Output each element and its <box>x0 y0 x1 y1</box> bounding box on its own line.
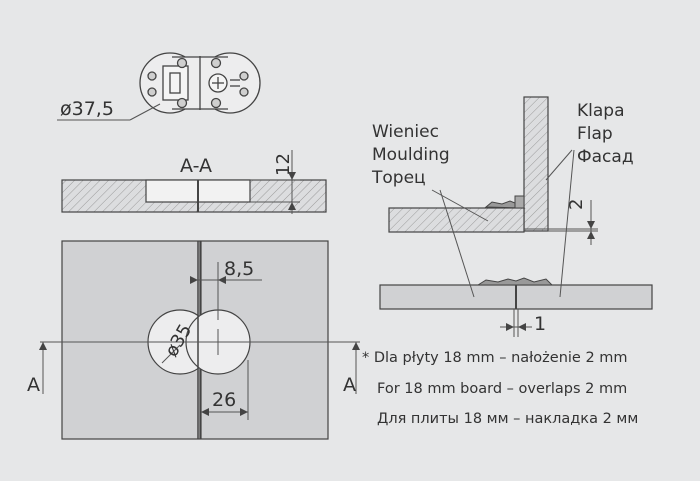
flap-label-ru: Фасад <box>577 147 634 167</box>
dim-gap-label: 1 <box>534 313 546 335</box>
dim-overlap-label: 2 <box>566 199 587 210</box>
moulding-label: Wieniec Moulding Торец <box>371 122 450 188</box>
section-aa-label: A-A <box>180 155 212 177</box>
dim-depth-label: 12 <box>273 153 294 176</box>
section-mark-left: A <box>27 374 40 396</box>
installed-side-view <box>379 96 653 337</box>
hinge-top-view <box>57 52 261 121</box>
note-polish: * Dla płyty 18 mm – nałożenie 2 mm <box>362 350 628 366</box>
moulding-label-ru: Торец <box>371 168 426 188</box>
moulding-label-en: Moulding <box>372 145 450 165</box>
flap-label-pl: Klapa <box>577 101 625 121</box>
flap-label-en: Flap <box>577 124 613 144</box>
section-mark-right: A <box>343 374 356 396</box>
front-view <box>39 240 360 440</box>
note-russian: Для плиты 18 мм – накладка 2 мм <box>377 411 639 427</box>
moulding-label-pl: Wieniec <box>372 122 439 142</box>
flap-label: Klapa Flap Фасад <box>577 101 634 167</box>
note-english: For 18 mm board – overlaps 2 mm <box>377 381 628 397</box>
hinge-diameter-label: ø37,5 <box>60 98 114 120</box>
dim-spacing-label: 8,5 <box>224 258 254 280</box>
dim-offset-label: 26 <box>212 389 236 411</box>
section-aa-view <box>61 150 327 214</box>
